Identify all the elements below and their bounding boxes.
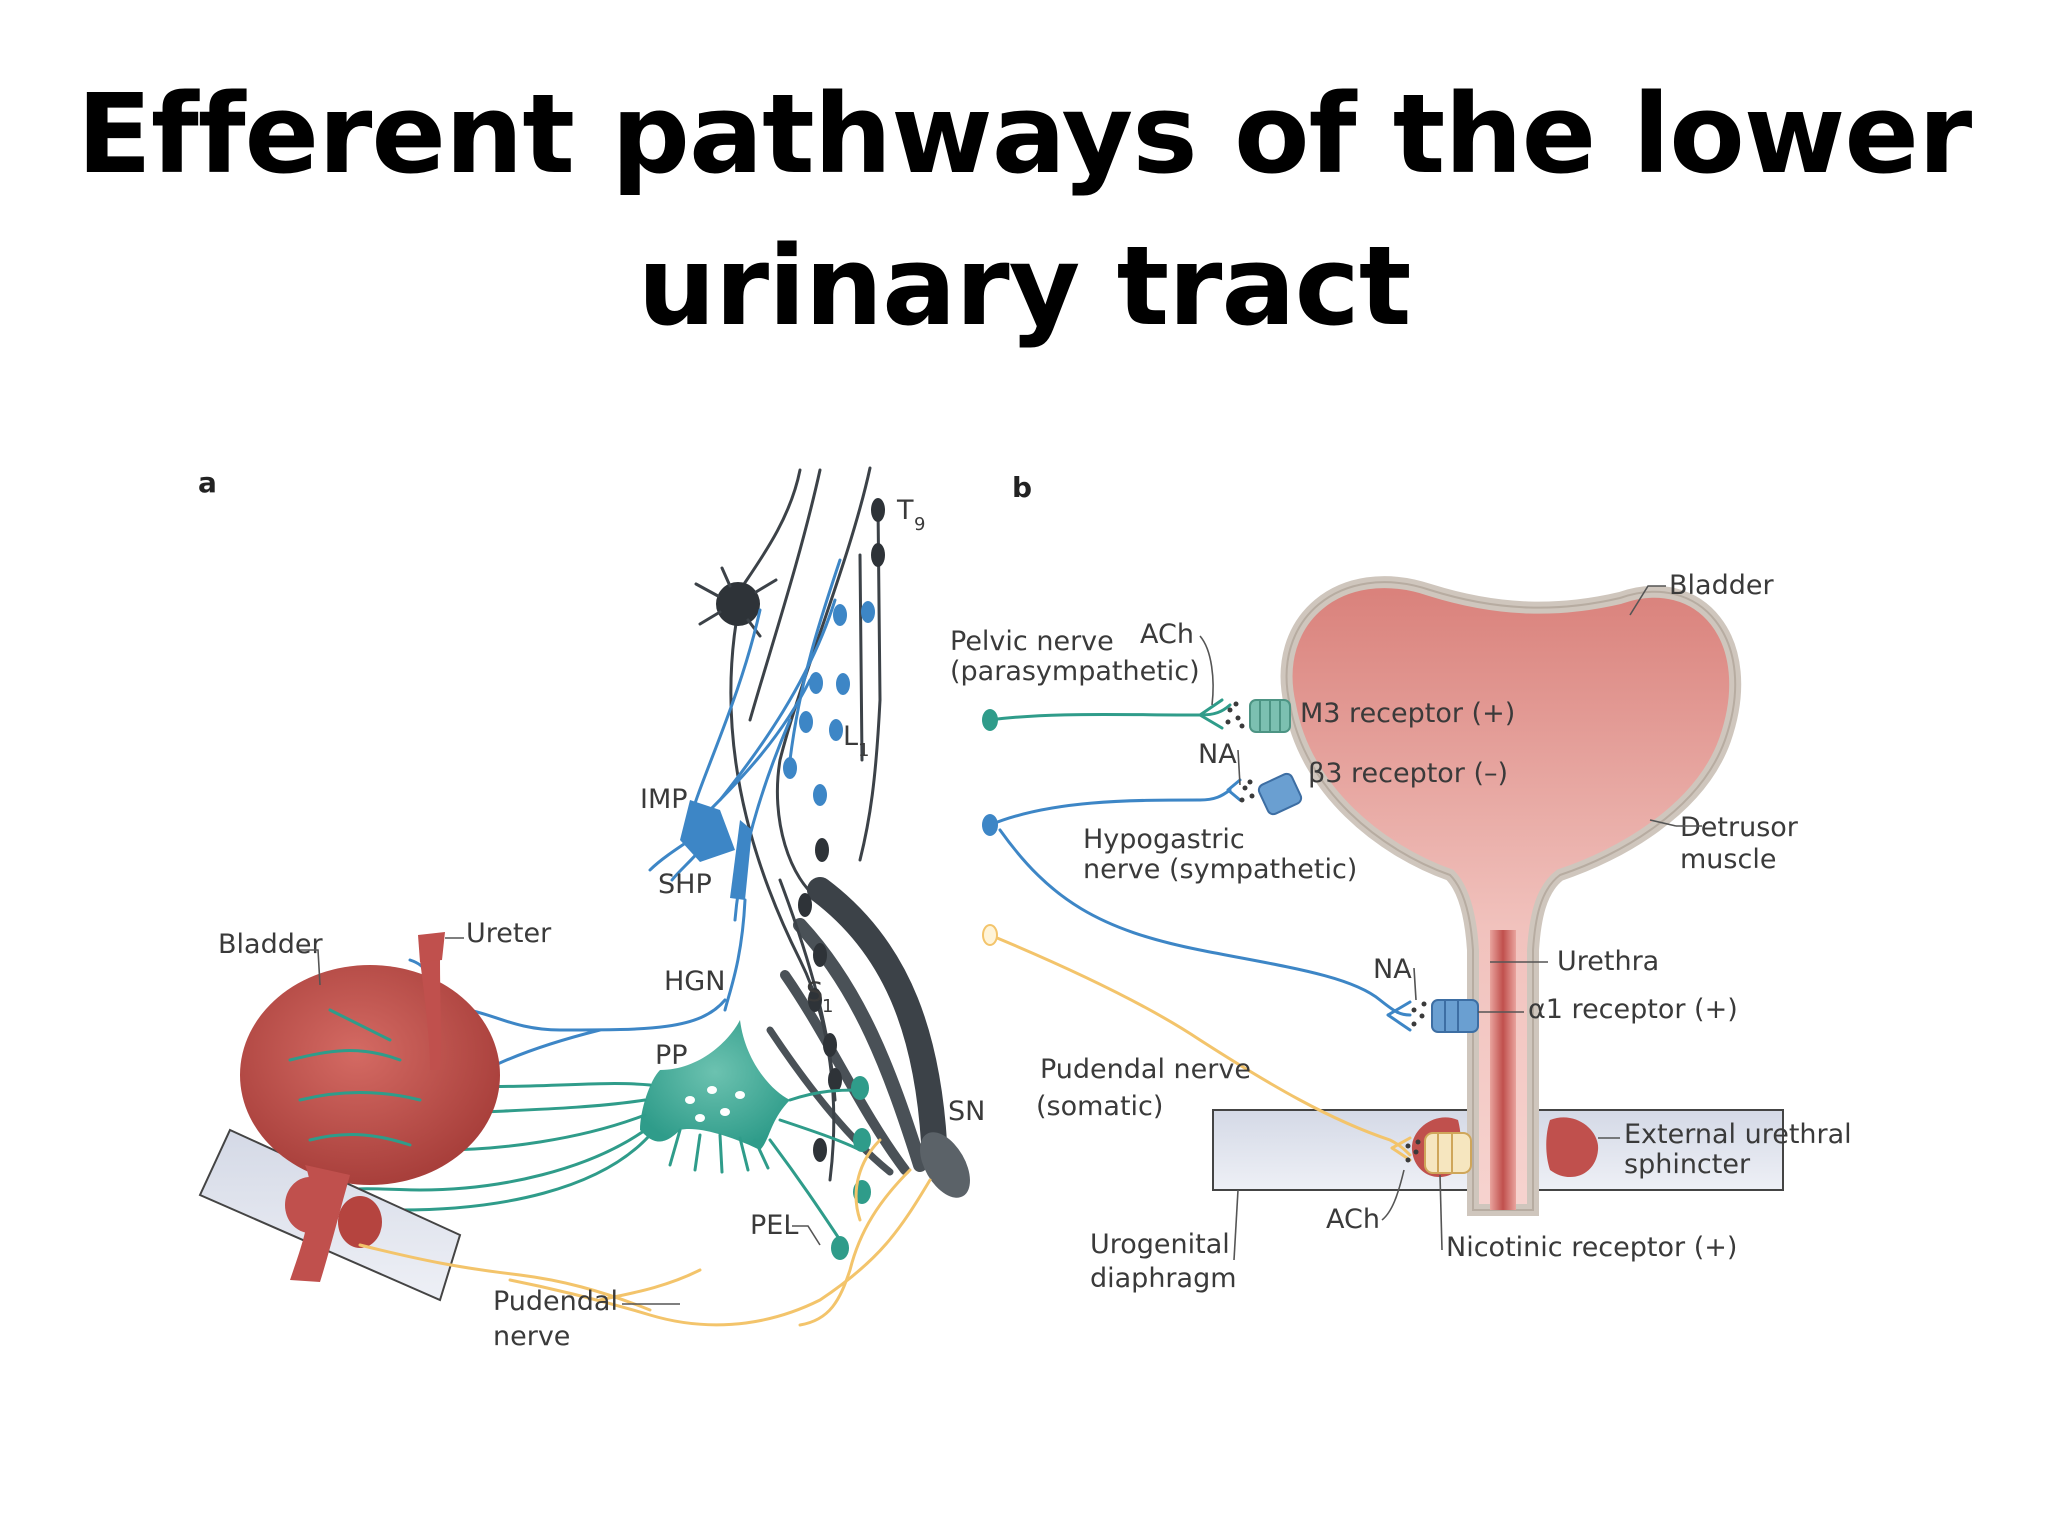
bladder-a-label: Bladder xyxy=(218,929,323,960)
pelvic-nerve-b xyxy=(988,703,1232,722)
l1-label: L xyxy=(843,721,858,752)
ext-sphincter-line2: sphincter xyxy=(1624,1149,1751,1180)
beta3-label: β3 receptor (–) xyxy=(1308,758,1508,789)
sacral-nerve-bundle xyxy=(766,877,970,1198)
title-line-1: Efferent pathways of the lower xyxy=(76,70,1973,198)
alpha1-receptor-icon xyxy=(1431,999,1479,1033)
hgn-label: HGN xyxy=(664,966,725,997)
hypogastric-nerve-b-upper xyxy=(988,788,1232,827)
beta3-receptor-icon xyxy=(1257,772,1303,816)
detrusor-line2: muscle xyxy=(1680,844,1776,875)
panel-b: b xyxy=(950,471,1852,1294)
pp-label: PP xyxy=(655,1040,688,1071)
imp-ganglion xyxy=(680,800,735,862)
pudendal-b-line2: (somatic) xyxy=(1036,1091,1163,1122)
hypogastric-nerve-b-lower xyxy=(998,828,1412,1017)
shp-label: SHP xyxy=(658,869,712,900)
hypogastric-line1: Hypogastric xyxy=(1083,824,1245,855)
na-top-label: NA xyxy=(1198,739,1237,770)
pelvic-plexus xyxy=(640,1020,790,1150)
pudendal-nerve-a xyxy=(358,1138,932,1327)
spinal-cord-axons xyxy=(694,466,885,1182)
m3-label: M3 receptor (+) xyxy=(1300,698,1515,729)
pudendal-a-line2: nerve xyxy=(493,1321,570,1352)
na-mid-label: NA xyxy=(1373,954,1412,985)
t9-label: T xyxy=(896,495,914,526)
ach-top-label: ACh xyxy=(1140,619,1194,650)
t9-sub: 9 xyxy=(914,514,925,535)
panel-b-letter: b xyxy=(1012,471,1032,504)
panel-a: a xyxy=(198,466,985,1352)
l1-sub: 1 xyxy=(858,740,869,761)
title-line-2: urinary tract xyxy=(637,222,1412,350)
s1-label: S xyxy=(806,977,823,1008)
urethra-b xyxy=(1490,930,1516,1210)
urogenital-line1: Urogenital xyxy=(1090,1229,1230,1260)
sn-label: SN xyxy=(948,1096,985,1127)
nicotinic-receptor-icon xyxy=(1424,1132,1472,1174)
alpha1-label: α1 receptor (+) xyxy=(1528,994,1738,1025)
hypogastric-line2: nerve (sympathetic) xyxy=(1083,854,1357,885)
pudendal-b-line1: Pudendal nerve xyxy=(1040,1054,1251,1085)
slide-title: Efferent pathways of the lower urinary t… xyxy=(0,58,2048,362)
imp-label: IMP xyxy=(640,784,688,815)
ext-sphincter-right xyxy=(1546,1117,1599,1178)
pel-label: PEL xyxy=(750,1210,798,1241)
s1-sub: 1 xyxy=(822,996,833,1017)
urethra-label: Urethra xyxy=(1557,946,1659,977)
ach-bottom-label: ACh xyxy=(1326,1204,1380,1235)
pelvic-nerve-line1: Pelvic nerve xyxy=(950,626,1114,657)
nicotinic-label: Nicotinic receptor (+) xyxy=(1446,1232,1737,1263)
pelvic-nerve-line2: (parasympathetic) xyxy=(950,656,1200,687)
pudendal-a-line1: Pudendal xyxy=(493,1286,618,1317)
shp-plexus xyxy=(730,820,752,900)
ext-sphincter-line1: External urethral xyxy=(1624,1119,1852,1150)
bladder-b-label: Bladder xyxy=(1669,570,1774,601)
urogenital-line2: diaphragm xyxy=(1090,1263,1237,1294)
panel-a-letter: a xyxy=(198,466,217,499)
ureter-label: Ureter xyxy=(466,918,552,949)
bladder-a xyxy=(240,965,500,1185)
sympathetic-chain xyxy=(648,558,875,1012)
pudendal-nerve-b xyxy=(988,933,1412,1157)
m3-receptor-icon xyxy=(1249,699,1291,733)
detrusor-line1: Detrusor xyxy=(1680,812,1799,843)
